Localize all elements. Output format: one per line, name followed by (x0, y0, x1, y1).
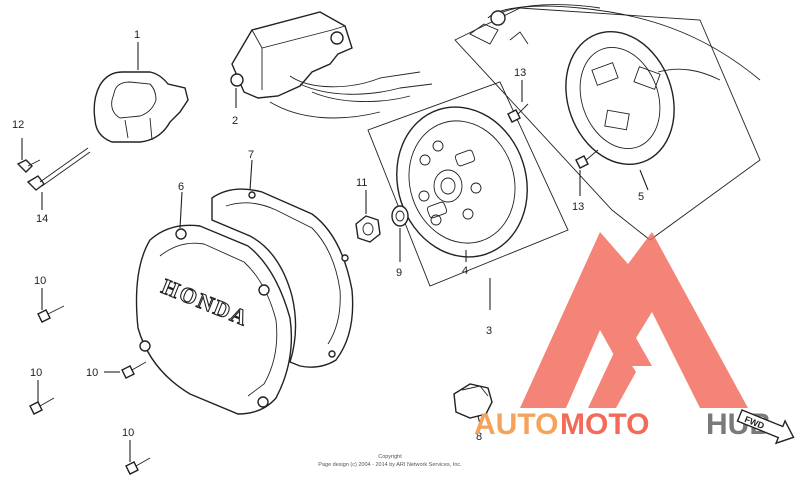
watermark-logo (520, 232, 748, 408)
callout-10a: 10 (34, 275, 46, 287)
callout-12: 12 (12, 119, 24, 131)
callout-7: 7 (248, 149, 254, 161)
callout-9: 9 (396, 267, 402, 279)
leader-lines (137, 42, 467, 262)
callout-13a: 13 (514, 67, 526, 79)
callout-11: 11 (356, 177, 367, 189)
part-washer (391, 205, 409, 262)
copyright-line-1: Copyright (378, 454, 402, 460)
part-stator (454, 4, 761, 241)
callout-4: 4 (462, 265, 468, 277)
copyright-line-2: Page design (c) 2004 - 2014 by ARI Netwo… (318, 462, 462, 468)
part-flywheel (367, 81, 569, 310)
part-bracket (93, 71, 189, 143)
callout-14: 14 (36, 213, 48, 225)
part-bolts (16, 80, 599, 475)
callout-10d: 10 (122, 427, 134, 439)
callout-labels: 1 2 3 4 5 6 7 8 9 10 10 10 10 11 12 13 1… (12, 29, 644, 443)
part-crankcase-cover: HONDA (135, 224, 293, 415)
callout-2: 2 (232, 115, 238, 127)
part-cdi-unit (230, 11, 433, 119)
callout-5: 5 (638, 191, 644, 203)
callout-13b: 13 (572, 201, 584, 213)
callout-1: 1 (134, 29, 140, 41)
callout-10b: 10 (86, 367, 98, 379)
watermark-text-auto: AUTO (474, 408, 558, 441)
part-gasket (211, 188, 354, 368)
callout-10c: 10 (30, 367, 42, 379)
callout-3: 3 (486, 325, 492, 337)
callout-6: 6 (178, 181, 184, 193)
watermark-triangle-mark (520, 232, 748, 408)
watermark-text-moto: MOTO (560, 408, 649, 441)
part-nut (355, 190, 381, 243)
part-plug (453, 383, 493, 425)
callout-8: 8 (476, 431, 482, 443)
